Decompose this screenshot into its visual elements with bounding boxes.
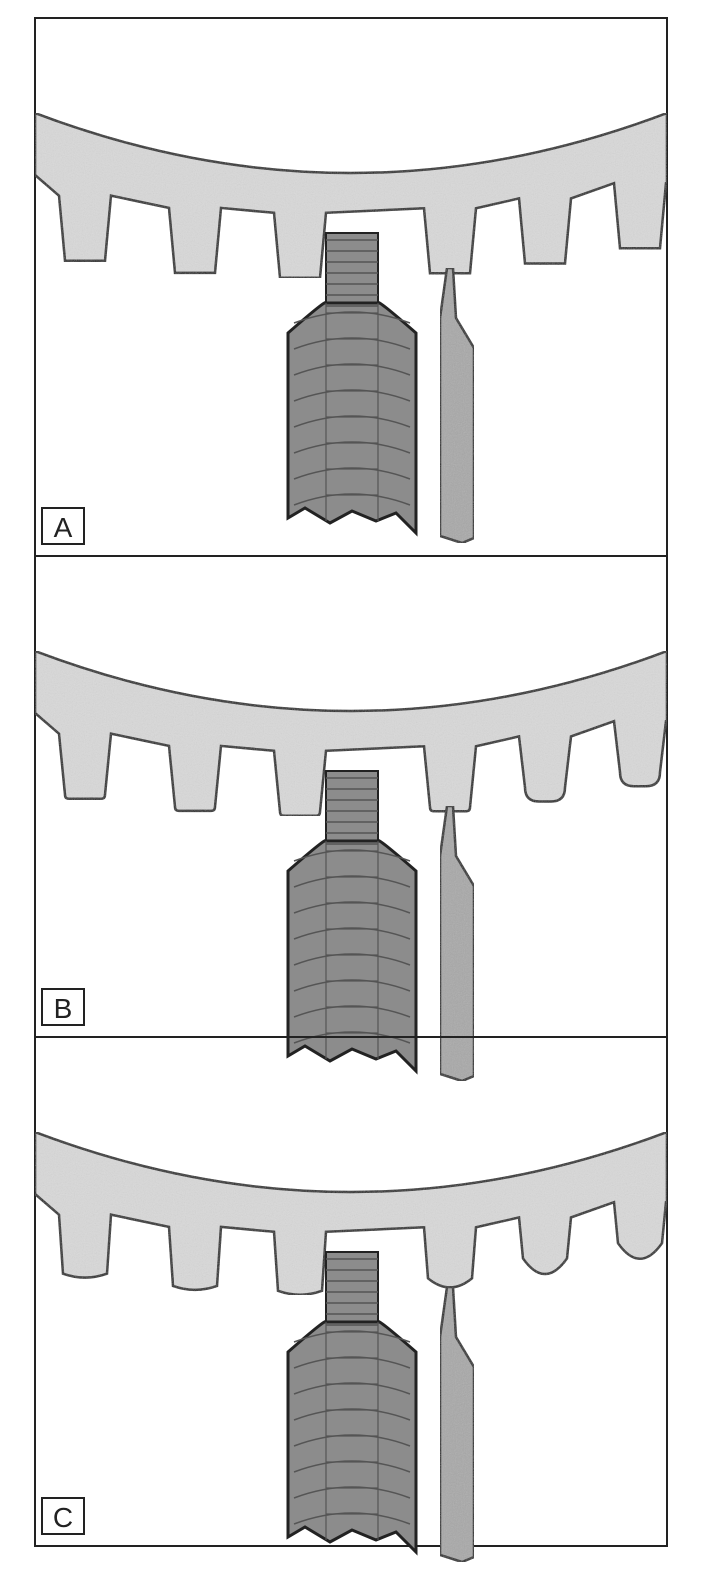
panel-label-box	[41, 507, 85, 545]
panel-c: C	[33, 1130, 669, 1564]
panel-label-box	[41, 988, 85, 1026]
figure-border	[34, 17, 668, 1547]
panel-label: C	[53, 1502, 73, 1533]
gear-rim-icon	[33, 1130, 669, 1296]
blade-icon	[438, 804, 476, 1083]
panel-label-box	[41, 1497, 85, 1535]
ribbed-tool-icon	[286, 1251, 418, 1556]
gear-rim-icon	[33, 649, 669, 818]
ribbed-tool-icon	[286, 232, 418, 537]
blade-icon	[438, 266, 476, 545]
panel-label: B	[54, 993, 73, 1024]
blade-icon	[438, 1285, 476, 1564]
ribbed-tool-icon	[286, 770, 418, 1075]
panel-a: A	[33, 111, 669, 557]
gear-rim-icon	[33, 111, 669, 280]
panel-b: B	[33, 649, 669, 1083]
panel-label: A	[54, 512, 73, 543]
